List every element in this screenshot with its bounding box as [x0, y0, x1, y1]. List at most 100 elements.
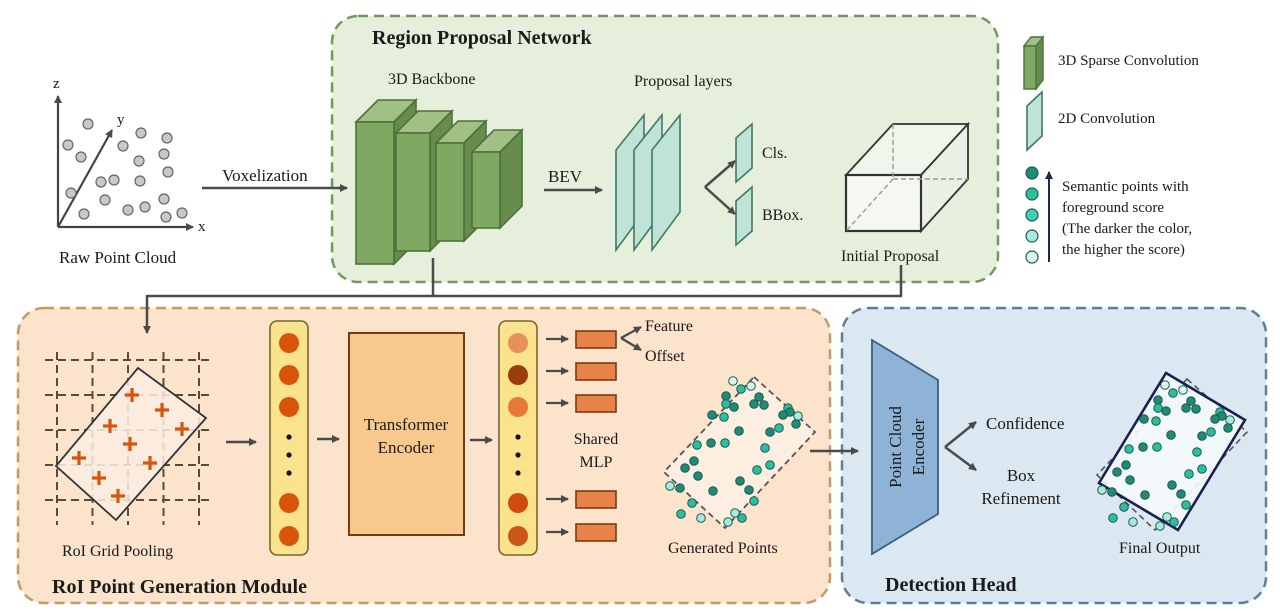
refinement-arrow	[944, 445, 977, 472]
raw-point	[108, 174, 120, 186]
generated-point	[749, 496, 759, 506]
raw-point	[133, 155, 145, 167]
final-point	[1184, 469, 1194, 479]
raw-point	[134, 175, 146, 187]
initial-proposal-label: Initial Proposal	[841, 248, 940, 265]
raw-point	[65, 187, 77, 199]
encoder-label-1: Point Cloud	[886, 406, 905, 488]
raw-point	[162, 166, 174, 178]
mlp-box	[575, 330, 617, 349]
final-point	[1121, 460, 1131, 470]
raw-point	[78, 208, 90, 220]
generated-point	[754, 392, 764, 402]
3d-backbone	[354, 98, 524, 266]
offset-label: Offset	[645, 348, 685, 365]
block-front	[471, 151, 501, 229]
final-point	[1169, 517, 1179, 527]
feature-dot	[508, 397, 528, 417]
grid-plus-point	[103, 419, 117, 433]
transformer-encoder	[348, 332, 465, 536]
generated-point	[734, 426, 744, 436]
final-output-label: Final Output	[1119, 540, 1201, 557]
transformer-label-1: Transformer	[364, 415, 449, 434]
generated-point	[723, 517, 733, 527]
raw-point	[99, 194, 111, 206]
generated-point	[719, 412, 729, 422]
final-point	[1119, 502, 1129, 512]
generated-point	[680, 463, 690, 473]
final-point	[1162, 512, 1172, 522]
generated-point	[736, 384, 746, 394]
bbox-layer	[735, 185, 753, 247]
final-point	[1206, 427, 1216, 437]
raw-point	[158, 193, 170, 205]
grid-plus-point	[72, 451, 86, 465]
final-point	[1151, 416, 1161, 426]
axis-z-label: z	[53, 76, 60, 92]
cls-bbox-split-arrow	[704, 160, 736, 188]
final-point	[1140, 490, 1150, 500]
generated-point	[693, 471, 703, 481]
generated-point	[706, 438, 716, 448]
ellipsis-dot	[286, 452, 292, 458]
raw-point	[62, 139, 74, 151]
generated-point	[665, 481, 675, 491]
final-point	[1181, 403, 1191, 413]
final-point	[1166, 430, 1176, 440]
final-point	[1223, 423, 1233, 433]
grid-plus-point	[143, 456, 157, 470]
mlp-box	[575, 362, 617, 381]
grid-plus-point	[155, 403, 169, 417]
legend-score-dot	[1025, 250, 1039, 264]
raw-point-cloud-label: Raw Point Cloud	[59, 248, 177, 267]
generated-point	[687, 498, 697, 508]
generated-points-label: Generated Points	[668, 540, 778, 557]
final-point	[1161, 406, 1171, 416]
generated-point	[720, 438, 730, 448]
block-front	[355, 121, 395, 265]
point-cloud-encoder	[871, 338, 939, 556]
generated-point	[752, 465, 762, 475]
feature-dot	[508, 365, 528, 385]
generated-point	[696, 513, 706, 523]
generated-point	[721, 391, 731, 401]
generated-point	[675, 483, 685, 493]
final-point	[1139, 414, 1149, 424]
proposal-layers	[615, 112, 681, 253]
feature-dot	[279, 333, 299, 353]
legend-semantic-line-4: the higher the score)	[1062, 242, 1185, 258]
final-point	[1124, 444, 1134, 454]
shared-mlp	[546, 330, 617, 542]
legend-conv2d-label: 2D Convolution	[1058, 111, 1156, 127]
final-point	[1152, 442, 1162, 452]
raw-point-cloud	[54, 95, 194, 231]
mlp-box	[575, 490, 617, 509]
block-front	[435, 142, 465, 242]
cls-layer	[735, 122, 753, 184]
shared-mlp-label-1: Shared	[574, 431, 618, 448]
legend-score-dot	[1025, 187, 1039, 201]
feature-column-2-dots	[508, 333, 528, 546]
legend-score-dot	[1025, 229, 1039, 243]
legend	[1022, 34, 1053, 264]
feature-dot	[508, 526, 528, 546]
raw-point	[176, 207, 188, 219]
grid-plus-point	[92, 471, 106, 485]
rpg-title: RoI Point Generation Module	[52, 576, 307, 598]
generated-point	[737, 513, 747, 523]
final-point	[1191, 404, 1201, 414]
feature-dot	[508, 493, 528, 513]
final-point	[1112, 467, 1122, 477]
mlp-box	[575, 523, 617, 542]
bbox-label: BBox.	[762, 207, 803, 224]
shared-mlp-label-2: MLP	[580, 454, 613, 471]
feature-branch-arrow	[620, 325, 642, 340]
feature-column-1-dots	[279, 333, 299, 546]
ellipsis-dot	[515, 452, 521, 458]
generated-point	[707, 410, 717, 420]
final-point	[1225, 415, 1235, 425]
generated-point	[708, 486, 718, 496]
roi-grid-pooling-label: RoI Grid Pooling	[62, 543, 173, 560]
bbox-split-arrow	[704, 186, 736, 215]
legend-semantic-line-3: (The darker the color,	[1062, 221, 1192, 237]
